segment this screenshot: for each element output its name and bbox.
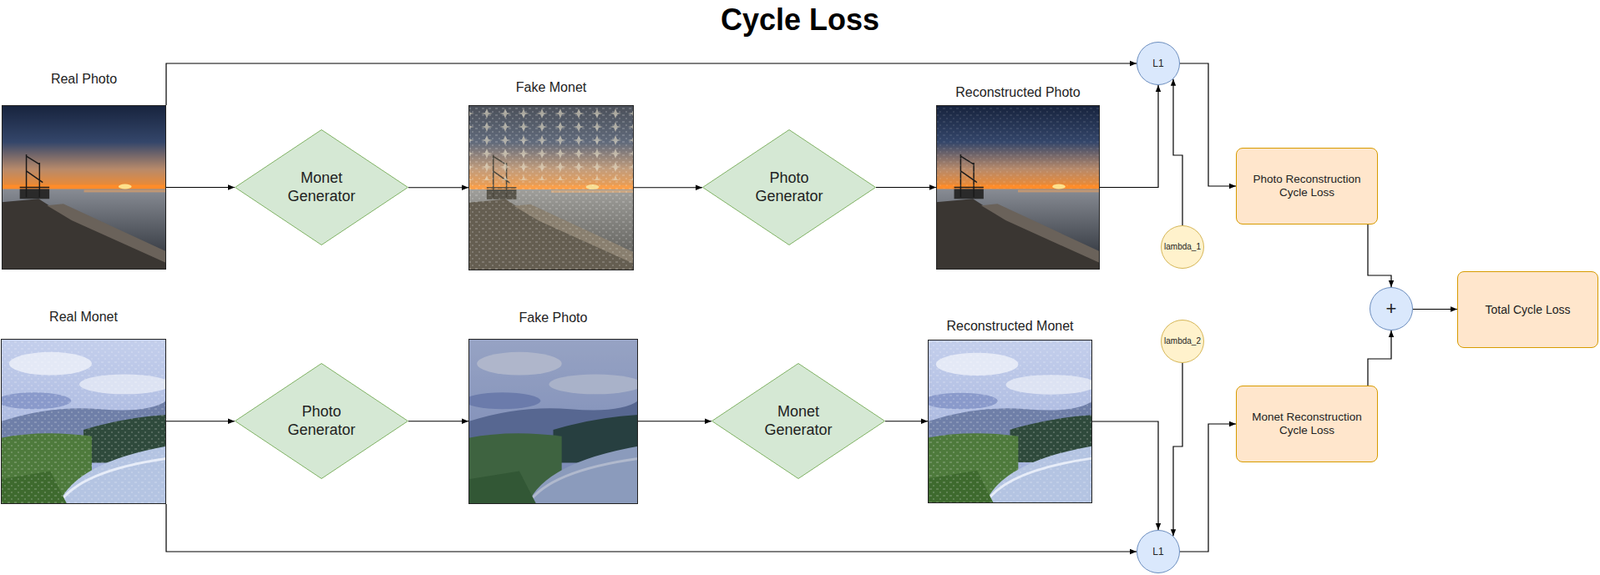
connector-arrow: [637, 420, 712, 422]
connector-arrow: [1367, 330, 1392, 386]
image-frame: Real Monet: [0, 339, 167, 505]
circle-shape: [1370, 288, 1413, 331]
image-frame: Fake Photo: [468, 339, 638, 505]
generator-diamond: Monet Generator: [711, 363, 886, 480]
painting-image: [923, 339, 1097, 504]
image-heading: Reconstructed Photo: [936, 84, 1099, 102]
l1-circle: L1: [1136, 530, 1180, 574]
node-label: +: [1386, 298, 1398, 320]
generator-diamond: Photo Generator: [702, 129, 876, 246]
painting-image: [468, 105, 634, 271]
circle-shape: [1161, 226, 1205, 269]
painting-image: [0, 339, 171, 505]
connector-arrow: [875, 187, 937, 188]
connector-arrow: [1412, 308, 1458, 310]
image-heading: Real Photo: [2, 70, 166, 88]
lambda-circle: lambda_1: [1160, 225, 1205, 269]
node-label: Photo Generator: [744, 169, 835, 206]
connector-arrow: [166, 187, 235, 188]
connector-arrow: [1099, 85, 1159, 188]
image-frame: Reconstructed Photo: [936, 105, 1100, 270]
circle-shape: [1137, 531, 1180, 574]
connector-arrow: [408, 187, 469, 188]
diamond-shape: [235, 130, 409, 246]
circle-shape: [1161, 320, 1205, 364]
diagram-title: Cycle Loss: [0, 3, 1600, 37]
connector-arrow: [166, 63, 1137, 106]
connector-arrow: [1092, 421, 1159, 531]
total-box: Total Cycle Loss: [1457, 271, 1599, 349]
image-frame: Real Photo: [1, 105, 167, 270]
loss-box: Monet Reconstruction Cycle Loss: [1235, 385, 1378, 463]
image-heading: Fake Monet: [469, 79, 633, 97]
image-heading: Real Monet: [1, 308, 166, 326]
connector-arrow: [1367, 224, 1392, 288]
image-heading: Reconstructed Monet: [928, 318, 1092, 335]
circle-shape: [1137, 42, 1180, 86]
node-label: L1: [1152, 546, 1164, 558]
node-label: Total Cycle Loss: [1485, 303, 1571, 318]
sum-circle: +: [1369, 287, 1413, 331]
diamond-shape: [703, 130, 876, 246]
connector-arrow: [885, 420, 928, 422]
connector-group: [166, 63, 1458, 552]
image-frame: Reconstructed Monet: [927, 339, 1093, 504]
connector-arrow: [408, 420, 469, 422]
node-label: Monet Generator: [276, 169, 367, 206]
l1-circle: L1: [1136, 41, 1180, 86]
connector-arrow: [1173, 79, 1183, 226]
paint-texture: [927, 339, 1093, 504]
node-label: lambda_1: [1164, 242, 1201, 253]
image-frame: Fake Monet: [468, 105, 634, 271]
connector-arrow: [633, 187, 703, 188]
loss-box: Photo Reconstruction Cycle Loss: [1235, 147, 1378, 225]
photo-image: [464, 339, 643, 505]
node-label: Monet Generator: [753, 403, 844, 440]
node-label: Monet Reconstruction Cycle Loss: [1243, 410, 1371, 438]
photo-image: [1, 105, 167, 270]
generator-diamond: Monet Generator: [234, 129, 409, 246]
diamond-shape: [712, 364, 886, 480]
connector-arrow: [166, 504, 1137, 552]
connector-arrow: [166, 420, 235, 422]
node-label: lambda_2: [1164, 336, 1201, 347]
paint-texture: [468, 105, 634, 271]
image-heading: Fake Photo: [469, 309, 638, 327]
node-label: L1: [1152, 57, 1164, 70]
generator-diamond: Photo Generator: [234, 363, 409, 480]
connector-arrow: [1179, 63, 1236, 187]
lambda-circle: lambda_2: [1160, 319, 1205, 364]
connector-arrow: [1173, 363, 1183, 537]
paint-tint: [468, 105, 634, 271]
node-label: Photo Generator: [276, 403, 367, 440]
paint-texture: [0, 339, 167, 505]
connector-arrow: [1179, 424, 1236, 552]
reconstruction-noise: [936, 105, 1100, 189]
diamond-shape: [235, 364, 409, 480]
node-label: Photo Reconstruction Cycle Loss: [1243, 172, 1371, 200]
photo-image: [936, 105, 1100, 270]
photo-tint: [468, 339, 638, 505]
